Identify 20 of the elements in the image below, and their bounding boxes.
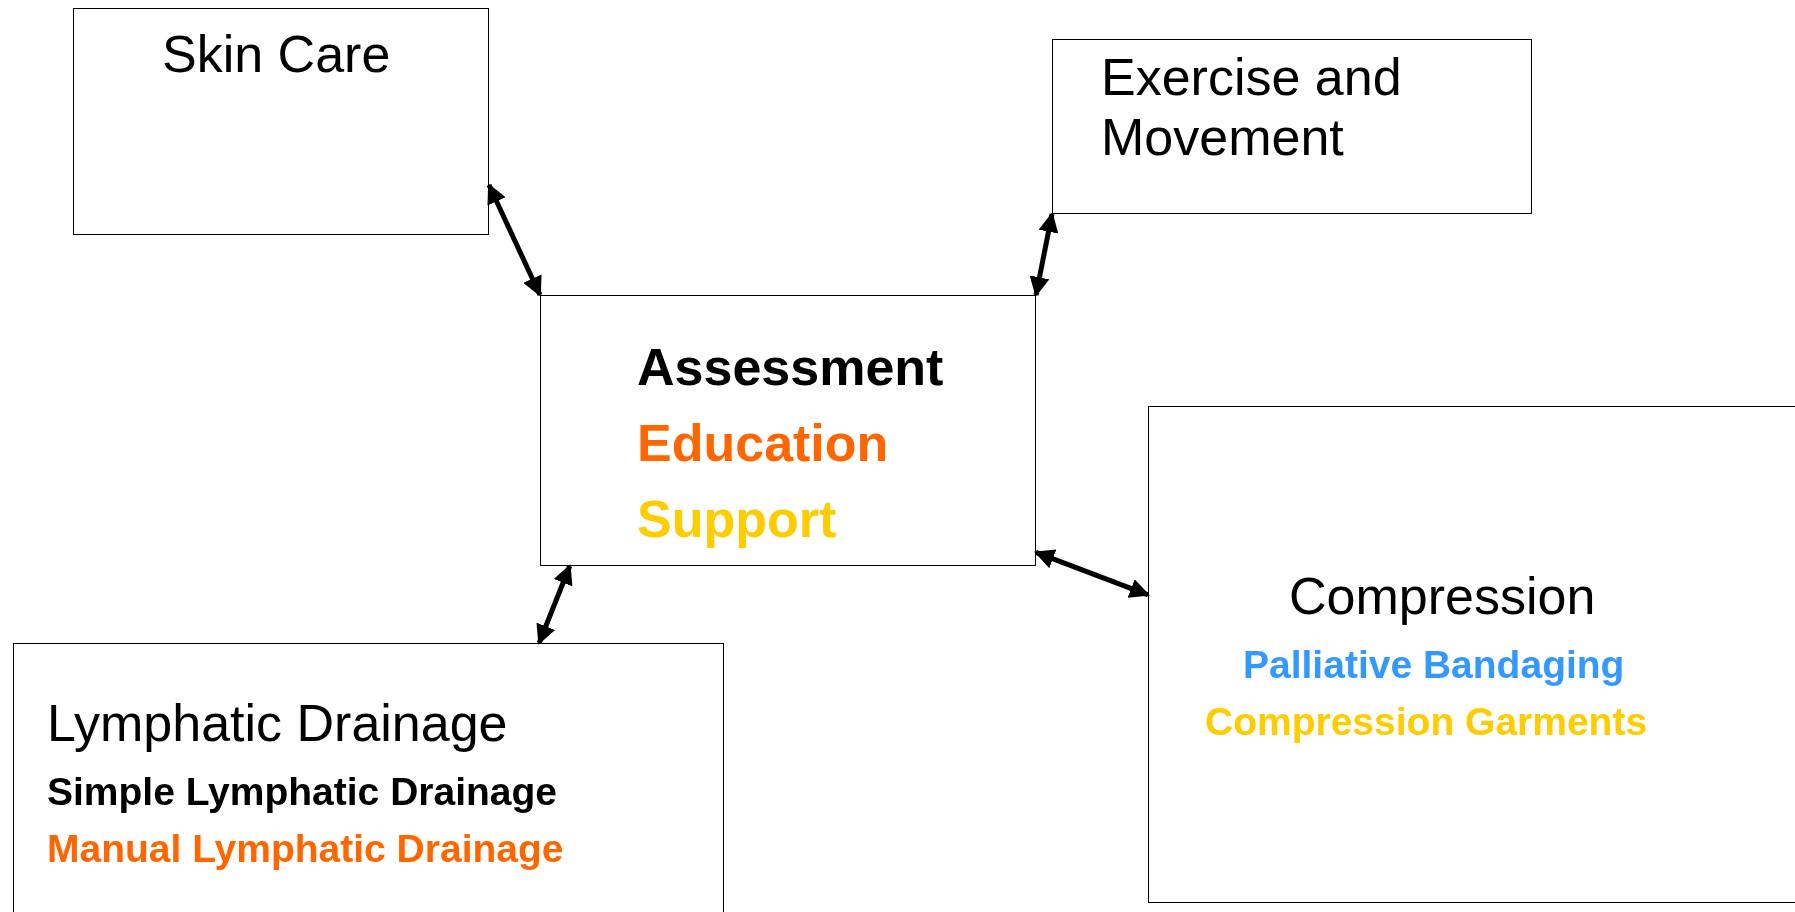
node-title: Skin Care — [162, 25, 391, 85]
double-arrow — [536, 564, 573, 645]
node-item: Compression Garments — [1205, 700, 1648, 745]
double-arrow — [1034, 549, 1150, 598]
node-item: Simple Lymphatic Drainage — [47, 770, 558, 815]
topic-box — [540, 295, 1036, 566]
node-title: Compression — [1289, 567, 1596, 627]
node-title: Assessment — [637, 338, 944, 398]
topic-box — [1148, 406, 1795, 903]
node-title: Exercise and Movement — [1101, 48, 1403, 168]
double-arrow — [486, 183, 543, 297]
topic-box — [13, 643, 724, 912]
node-item: Manual Lymphatic Drainage — [47, 827, 564, 872]
topic-box — [1052, 39, 1532, 214]
topic-box — [73, 8, 489, 235]
node-item: Support — [637, 490, 837, 550]
node-item: Education — [637, 414, 889, 474]
node-item: Palliative Bandaging — [1243, 643, 1625, 688]
node-title: Lymphatic Drainage — [47, 694, 508, 754]
double-arrow — [1029, 212, 1059, 297]
